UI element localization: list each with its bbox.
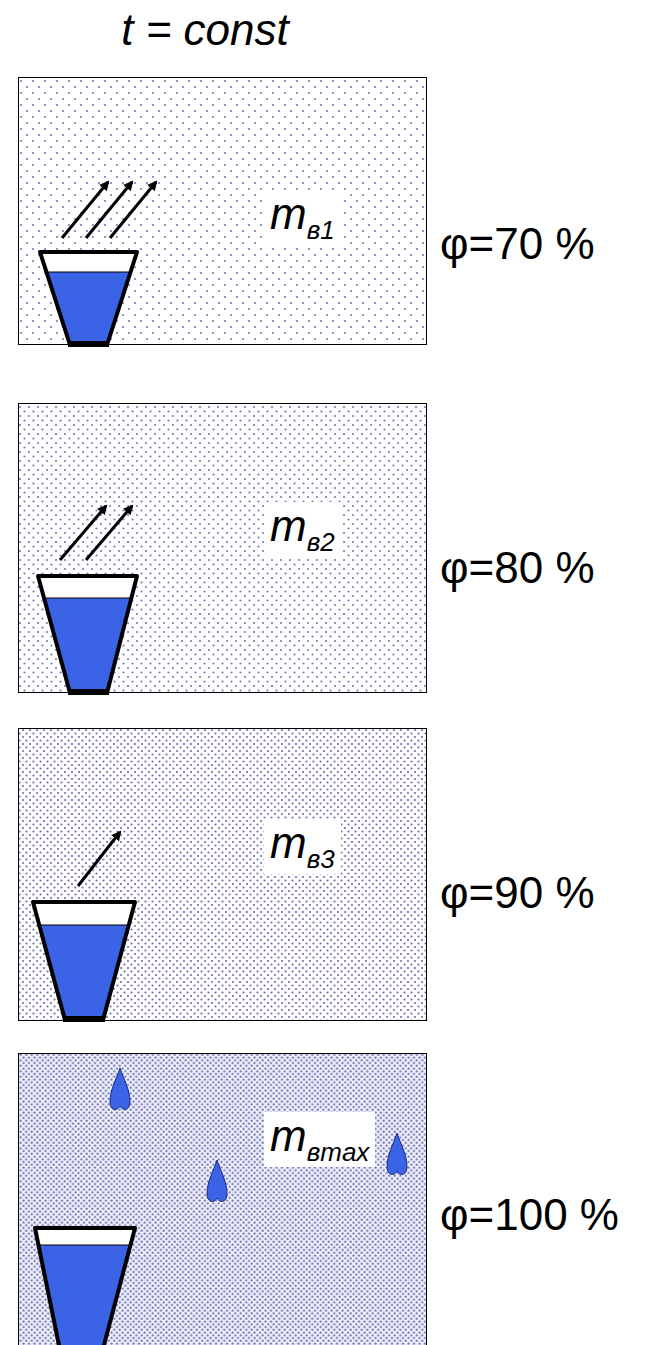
humidity-value: φ=80 % bbox=[440, 546, 595, 590]
diagram-title: t = const bbox=[121, 8, 289, 52]
air-volume-box: mв2 bbox=[18, 403, 427, 693]
air-volume-box: mвmax bbox=[18, 1053, 427, 1345]
air-volume-box: mв1 bbox=[18, 77, 427, 345]
humidity-value: φ=100 % bbox=[440, 1193, 619, 1237]
mass-subscript: в1 bbox=[307, 215, 335, 245]
mass-symbol: m bbox=[270, 818, 307, 867]
humidity-value: φ=70 % bbox=[440, 222, 595, 266]
humidity-value: φ=90 % bbox=[440, 871, 595, 915]
mass-symbol: m bbox=[270, 1111, 307, 1160]
mass-label: mв3 bbox=[264, 819, 341, 874]
mass-subscript: в2 bbox=[307, 527, 335, 557]
mass-symbol: m bbox=[270, 501, 307, 550]
mass-label: mв2 bbox=[264, 502, 341, 557]
air-volume-box: mв3 bbox=[18, 728, 427, 1021]
mass-label: mвmax bbox=[264, 1112, 375, 1167]
mass-label: mв1 bbox=[264, 190, 341, 245]
mass-symbol: m bbox=[270, 189, 307, 238]
mass-subscript: в3 bbox=[307, 844, 335, 874]
mass-subscript: вmax bbox=[307, 1137, 370, 1167]
